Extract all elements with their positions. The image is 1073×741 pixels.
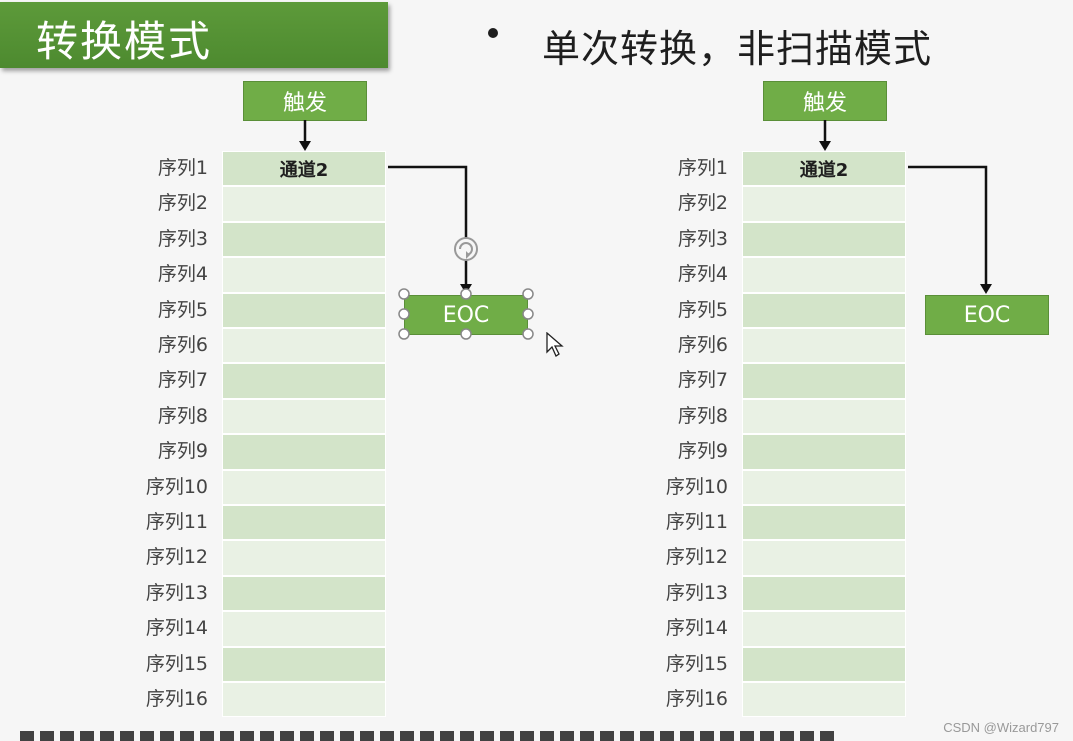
sequence-label-left-3: 序列3 <box>157 227 208 250</box>
sequence-label-left-14: 序列14 <box>145 617 208 640</box>
sequence-label-right-13: 序列13 <box>665 581 728 604</box>
sequence-label-left-4: 序列4 <box>157 263 208 286</box>
sequence-cell-right-11 <box>742 505 906 541</box>
sequence-label-right-14: 序列14 <box>665 617 728 640</box>
sequence-cell-left-16 <box>222 682 386 718</box>
sequence-label-right-10: 序列10 <box>665 475 728 498</box>
sequence-label-left-2: 序列2 <box>157 192 208 215</box>
cutoff-subtitle-strip <box>20 731 840 741</box>
sequence-label-left-6: 序列6 <box>157 334 208 356</box>
sequence-cell-left-5 <box>222 292 386 328</box>
sequence-label-left-1: 序列1 <box>157 157 208 179</box>
sequence-cell-left-2 <box>222 186 386 222</box>
sequence-label-left-15: 序列15 <box>145 652 208 675</box>
sequence-cell-right-8 <box>742 398 906 435</box>
sequence-label-right-3: 序列3 <box>677 227 728 250</box>
sequence-label-right-2: 序列2 <box>677 192 728 215</box>
sequence-cell-right-3 <box>742 221 906 258</box>
sequence-cell-right-13 <box>742 575 906 612</box>
sequence-label-left-12: 序列12 <box>145 546 208 569</box>
sequence-cell-right-6 <box>742 328 906 364</box>
sequence-cell-right-9 <box>742 434 906 470</box>
sequence-label-left-10: 序列10 <box>145 475 208 498</box>
sequence-label-left-7: 序列7 <box>157 369 208 392</box>
sequence-cell-left-9 <box>222 434 386 470</box>
sequence-cell-left-1: 通道2 <box>222 151 386 187</box>
sequence-label-left-8: 序列8 <box>157 404 208 427</box>
sequence-label-right-16: 序列16 <box>665 688 728 710</box>
sequence-cell-left-3 <box>222 221 386 258</box>
sequence-cell-left-11 <box>222 505 386 541</box>
sequence-label-left-16: 序列16 <box>145 688 208 710</box>
eoc-arrow-right <box>908 165 988 286</box>
sequence-cell-left-10 <box>222 469 386 505</box>
sequence-cell-right-12 <box>742 540 906 576</box>
sequence-cell-left-4 <box>222 257 386 293</box>
sequence-cell-right-2 <box>742 186 906 222</box>
sequence-cell-left-7 <box>222 363 386 399</box>
sequence-label-right-5: 序列5 <box>677 298 728 321</box>
selection-handles[interactable] <box>398 288 534 340</box>
eoc-box-right[interactable]: EOC <box>925 295 1049 335</box>
trigger-box-right[interactable]: 触发 <box>763 81 887 121</box>
bullet-heading: 单次转换，非扫描模式 <box>542 27 933 71</box>
sequence-cell-right-7 <box>742 363 906 399</box>
sequence-label-right-11: 序列11 <box>665 511 728 533</box>
title-banner: 转换模式 <box>0 2 388 68</box>
sequence-label-left-9: 序列9 <box>157 440 208 463</box>
sequence-cell-left-12 <box>222 540 386 576</box>
sequence-label-right-6: 序列6 <box>677 334 728 356</box>
mouse-cursor-icon <box>546 332 564 357</box>
sequence-cell-right-5 <box>742 292 906 328</box>
sequence-label-right-12: 序列12 <box>665 546 728 569</box>
sequence-cell-right-16 <box>742 682 906 718</box>
sequence-cell-left-14 <box>222 611 386 647</box>
sequence-label-right-7: 序列7 <box>677 369 728 392</box>
sequence-label-right-4: 序列4 <box>677 263 728 286</box>
sequence-label-left-5: 序列5 <box>157 298 208 321</box>
sequence-cell-right-4 <box>742 257 906 293</box>
sequence-label-right-1: 序列1 <box>677 157 728 179</box>
sequence-label-left-11: 序列11 <box>145 511 208 533</box>
sequence-cell-left-15 <box>222 646 386 682</box>
sequence-cell-right-14 <box>742 611 906 647</box>
sequence-label-right-9: 序列9 <box>677 440 728 463</box>
sequence-cell-right-15 <box>742 646 906 682</box>
sequence-label-right-8: 序列8 <box>677 404 728 427</box>
slide-title: 转换模式 <box>36 17 213 66</box>
sequence-cell-right-10 <box>742 469 906 505</box>
sequence-cell-right-1: 通道2 <box>742 151 906 187</box>
sequence-label-right-15: 序列15 <box>665 652 728 675</box>
sequence-cell-left-8 <box>222 398 386 435</box>
rotate-handle-icon[interactable] <box>454 237 478 261</box>
sequence-cell-left-6 <box>222 328 386 364</box>
sequence-cell-left-13 <box>222 575 386 612</box>
sequence-label-left-13: 序列13 <box>145 581 208 604</box>
trigger-box-left[interactable]: 触发 <box>243 81 367 121</box>
bullet-dot-icon <box>488 28 498 38</box>
eoc-arrow-left <box>388 165 468 286</box>
watermark: CSDN @Wizard797 <box>943 720 1059 735</box>
